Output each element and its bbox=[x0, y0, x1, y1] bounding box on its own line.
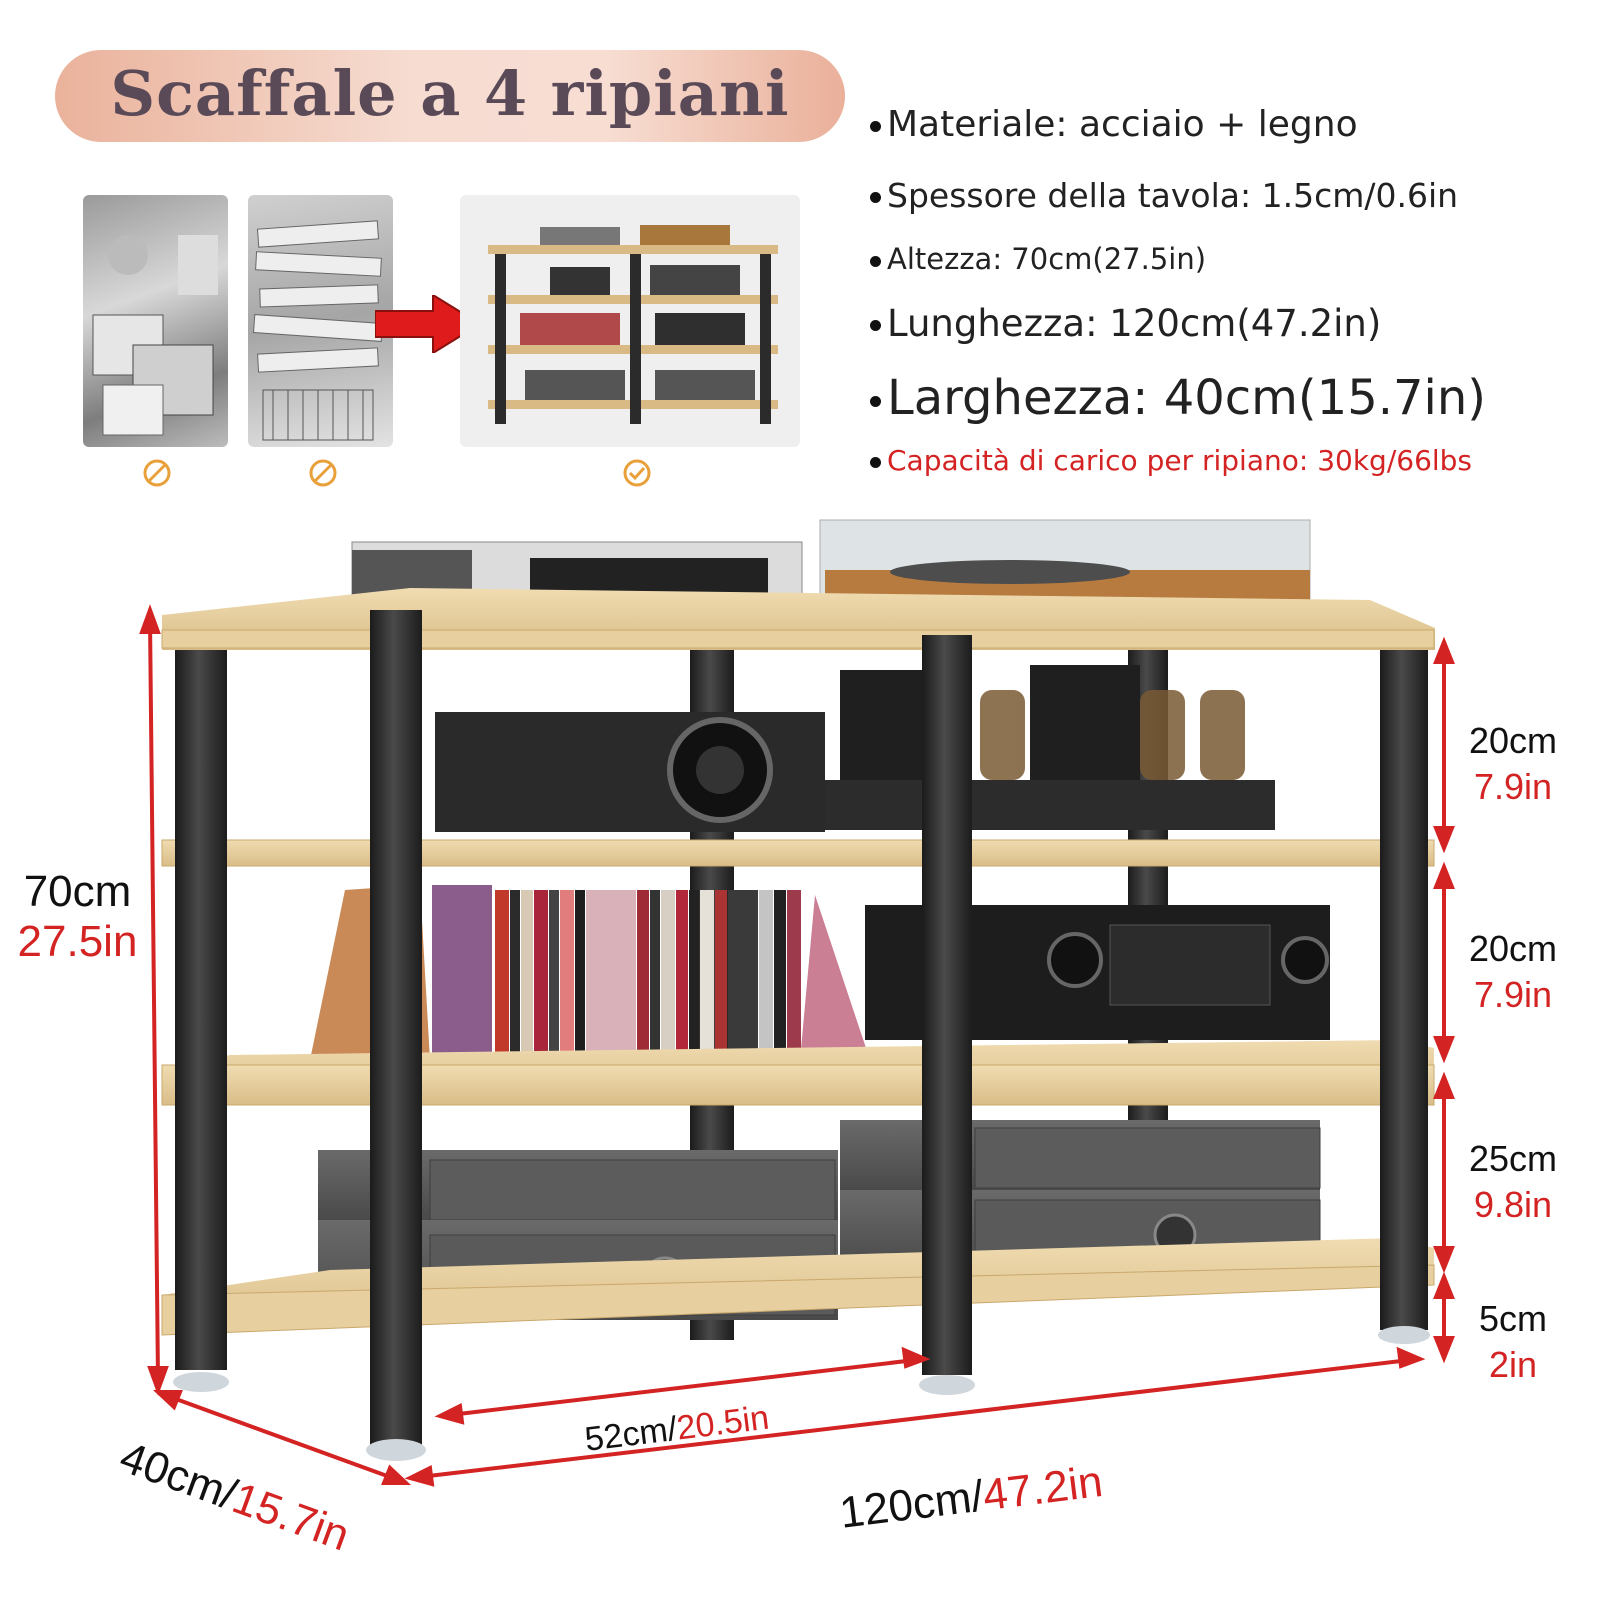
spec-height: Altezza: 70cm(27.5in) bbox=[870, 242, 1206, 276]
front-posts bbox=[175, 610, 1428, 1445]
messy-room-photo bbox=[83, 195, 228, 447]
second-shelf-board bbox=[161, 839, 1435, 867]
spec-width: Larghezza: 40cm(15.7in) bbox=[870, 370, 1486, 426]
second-tier-devices bbox=[435, 665, 1275, 832]
messy-papers-photo bbox=[248, 195, 393, 447]
prohibited-icon bbox=[309, 459, 337, 487]
bullet-icon bbox=[870, 192, 881, 203]
spec-thickness: Spessore della tavola: 1.5cm/0.6in bbox=[870, 176, 1458, 215]
record-collection bbox=[310, 885, 870, 1060]
spec-length: Lunghezza: 120cm(47.2in) bbox=[870, 302, 1381, 345]
shelf-illustration bbox=[139, 519, 1455, 1487]
messy-papers-illustration bbox=[252, 220, 384, 441]
feet bbox=[173, 1326, 1430, 1461]
gap-label-4: 5cm 2in bbox=[1478, 1298, 1547, 1385]
bullet-icon bbox=[870, 120, 881, 132]
title-banner: Scaffale a 4 ripiani bbox=[55, 50, 845, 142]
arrow-right-icon bbox=[375, 295, 482, 353]
spec-material: Materiale: acciaio + legno bbox=[870, 104, 1358, 145]
height-label: 70cm 27.5in bbox=[17, 867, 138, 967]
bullet-icon bbox=[870, 395, 881, 407]
bullet-icon bbox=[870, 320, 881, 331]
check-icon bbox=[623, 459, 651, 487]
gap-label-1: 20cm 7.9in bbox=[1468, 720, 1558, 807]
gap-label-3: 25cm 9.8in bbox=[1468, 1138, 1558, 1225]
dimension-lines bbox=[139, 604, 1455, 1487]
spec-load-capacity: Capacità di carico per ripiano: 30kg/66l… bbox=[870, 444, 1472, 477]
organized-shelf-photo bbox=[460, 195, 800, 447]
bullet-icon bbox=[870, 255, 881, 267]
organized-shelf-illustration bbox=[488, 225, 778, 424]
prohibited-icon bbox=[143, 459, 171, 487]
messy-room-illustration bbox=[92, 235, 218, 436]
bullet-icon bbox=[870, 456, 881, 468]
page-title: Scaffale a 4 ripiani bbox=[110, 57, 790, 130]
gap-label-2: 20cm 7.9in bbox=[1468, 928, 1558, 1015]
